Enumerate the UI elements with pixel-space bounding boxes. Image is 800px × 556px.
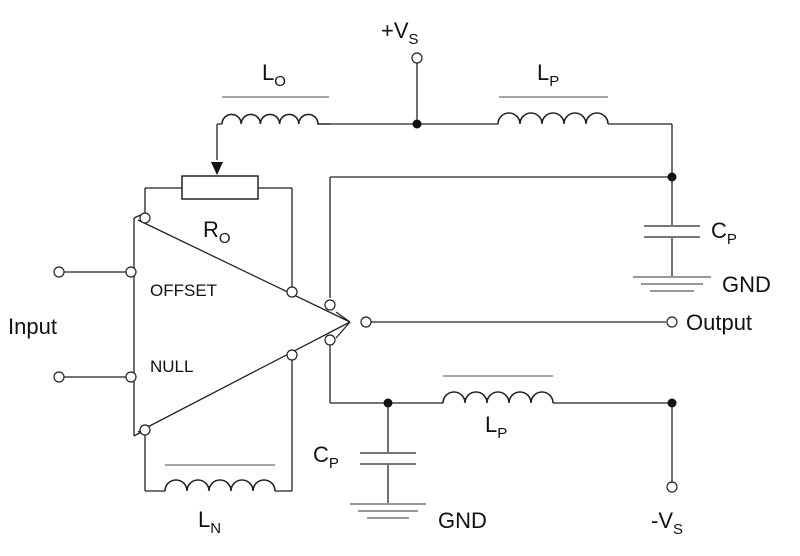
bottom-supply-rail [329,345,677,503]
label-inductor-neg-supply: LP [485,412,507,442]
input-terminal-upper[interactable] [53,266,65,278]
label-supply-pos: +VS [381,18,419,48]
top-supply-rail [216,52,673,177]
label-cap-top: CP [711,218,737,248]
pin-upper-inner[interactable] [286,286,298,298]
pin-bottom-left[interactable] [139,424,151,436]
input-terminal-lower[interactable] [53,371,65,383]
label-null: NULL [150,357,193,376]
supply-neg-terminal[interactable] [666,481,678,493]
pin-vneg[interactable] [324,334,336,346]
pin-null[interactable] [125,371,137,383]
label-inductor-null: LN [198,507,221,537]
top-right-wiring [329,172,677,298]
label-offset: OFFSET [150,281,217,300]
null-wiring [144,360,293,492]
ground-top [633,276,711,292]
label-input: Input [8,314,57,339]
capacitor-top [644,225,700,238]
label-output: Output [686,310,752,335]
wiper-arrow [211,162,223,175]
label-supply-neg: -VS [651,508,683,538]
inductor-offset [221,96,330,125]
label-gnd-bottom: GND [438,508,487,533]
label-inductor-offset: LO [262,60,286,90]
input-wiring [64,271,126,378]
label-resistor-offset: RO [203,217,231,247]
pin-vpos[interactable] [324,299,336,311]
resistor-offset[interactable] [181,175,259,200]
supply-pos-node [412,119,422,129]
resistor-leads [144,187,293,287]
pin-lower-inner[interactable] [286,349,298,361]
output-terminal[interactable] [666,316,678,328]
pin-offset[interactable] [125,266,137,278]
capacitor-bottom [360,452,416,465]
op-amp [133,212,351,437]
label-cap-bottom: CP [313,442,339,472]
label-inductor-pos-supply: LP [537,60,559,90]
inductor-pos-supply [497,96,609,125]
pin-output[interactable] [360,316,372,328]
inductor-null [164,464,276,492]
inductor-neg-supply [442,375,554,404]
ground-bottom [350,503,426,519]
pin-top-left[interactable] [139,212,151,224]
label-gnd-top: GND [722,272,771,297]
supply-pos-terminal[interactable] [411,52,423,64]
